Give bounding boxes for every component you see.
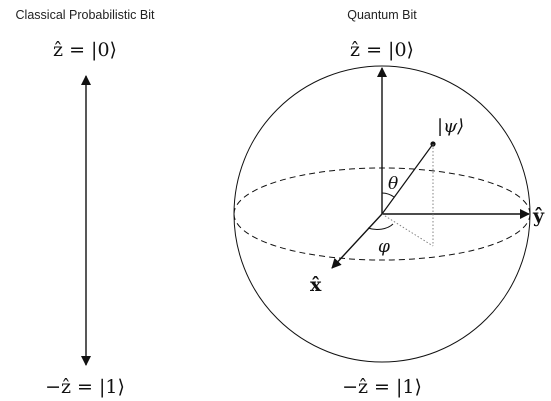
quantum-bit-panel: Quantum Bit ẑ = |0⟩ |ψ⟩ θ φ x̂ ŷ −ẑ = |1… (233, 8, 545, 398)
quantum-top-label: ẑ = |0⟩ (350, 39, 414, 61)
classical-bottom-label: −ẑ = |1⟩ (45, 376, 125, 398)
quantum-bottom-label: −ẑ = |1⟩ (342, 376, 422, 398)
equator-front-dashed (233, 213, 531, 261)
phi-angle-arc (367, 223, 394, 230)
classical-top-label: ẑ = |0⟩ (53, 39, 117, 61)
projection-horizontal-dotted (381, 213, 434, 247)
theta-angle-arc (381, 192, 395, 198)
x-axis-label: x̂ (310, 274, 322, 296)
state-vector (381, 143, 434, 215)
phi-label: φ (378, 237, 390, 257)
x-axis-arrow (331, 213, 383, 269)
y-axis-label: ŷ (532, 205, 545, 227)
quantum-bit-title: Quantum Bit (347, 8, 417, 22)
classical-bit-panel: Classical Probabilistic Bit ẑ = |0⟩ −ẑ =… (16, 8, 155, 398)
state-psi-label: |ψ⟩ (437, 116, 464, 137)
theta-label: θ (388, 174, 398, 194)
classical-bit-title: Classical Probabilistic Bit (16, 8, 155, 22)
